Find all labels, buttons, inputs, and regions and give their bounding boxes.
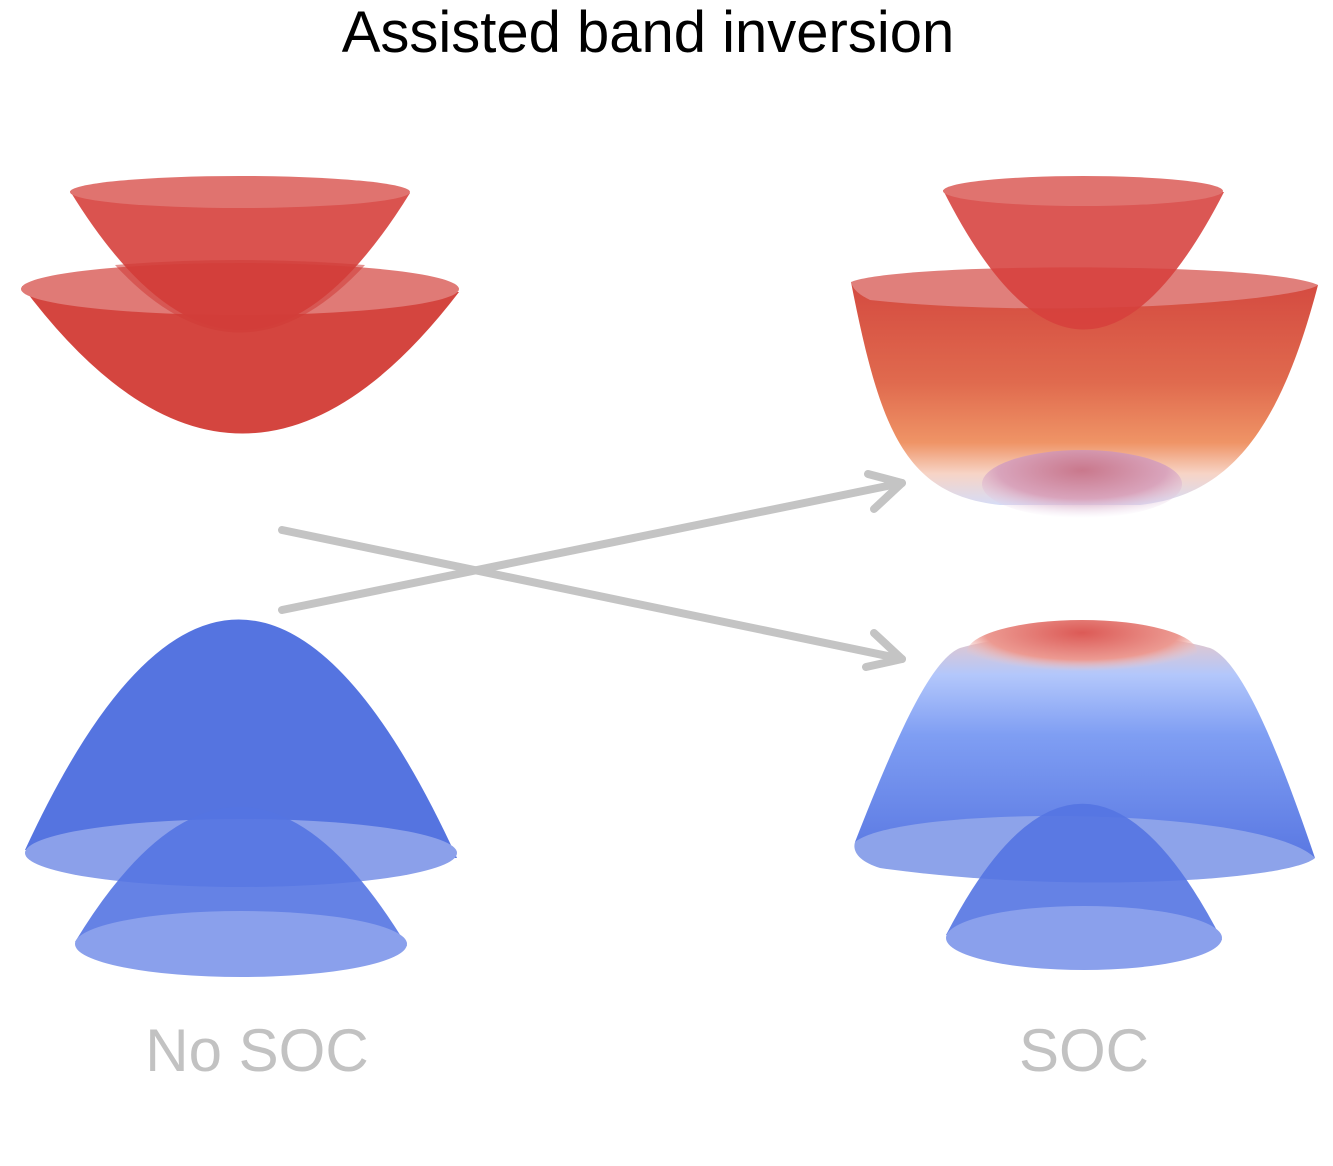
- right-inverted-hump: [982, 450, 1182, 518]
- label-no-soc: No SOC: [145, 1017, 369, 1084]
- left-outer-valence-band: [25, 619, 457, 858]
- left-inner-valence-rim: [75, 911, 407, 977]
- left-outer-conduction-band: [22, 286, 459, 434]
- right-outer-conduction-band: [851, 282, 1318, 505]
- label-soc: SOC: [1018, 1017, 1150, 1084]
- right-inverted-cap: [967, 620, 1197, 684]
- right-conduction-bands: [851, 176, 1318, 518]
- right-outer-valence-band: [855, 634, 1315, 858]
- left-inner-valence-band: [75, 806, 407, 946]
- arrow-head-up: [864, 470, 906, 513]
- right-valence-bands: [854, 620, 1315, 970]
- left-conduction-bands: [21, 176, 459, 434]
- left-inner-conduction-rim: [70, 176, 410, 208]
- arrow-valence-to-conduction: [278, 479, 906, 614]
- left-overlap-zone: [115, 260, 365, 333]
- band-crossing-arrows: [278, 470, 906, 671]
- left-valence-bands: [25, 619, 457, 977]
- right-inner-conduction-band: [943, 190, 1224, 330]
- arrow-head-down: [862, 629, 906, 671]
- arrow-conduction-to-valence: [278, 526, 906, 663]
- right-inner-conduction-rim: [943, 176, 1223, 206]
- diagram-title: Assisted band inversion: [341, 0, 955, 65]
- right-inner-valence-band: [946, 803, 1222, 940]
- right-inner-valence-rim: [946, 906, 1222, 970]
